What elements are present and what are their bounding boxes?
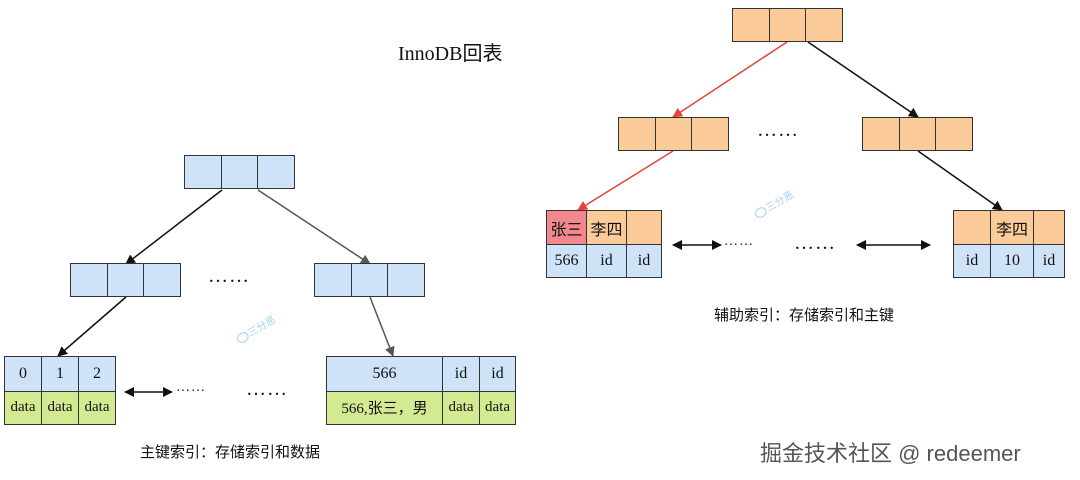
leaf-key-cell: [627, 211, 661, 244]
leaf-data-cell: data: [5, 391, 42, 424]
leaf-data-row: 566,张三，男 data data: [327, 390, 515, 424]
leaf-id-cell: 10: [991, 245, 1034, 277]
right-leaf-node-2: 李四 id 10 id: [953, 210, 1065, 278]
right-root-to-left-child-arrow: [672, 41, 788, 118]
left-leaf-ellipsis-small: ……: [176, 380, 206, 395]
node-cell: [655, 118, 693, 150]
left-root-node: [184, 155, 295, 189]
right-root-to-right-child-arrow: [807, 41, 919, 118]
source-credit: 掘金技术社区 @ redeemer: [760, 441, 1021, 466]
leaf-data-cell: data: [84, 399, 110, 416]
right-level2-left-node: [618, 117, 729, 151]
left-leaf-node-1: 0 1 2 data data data: [4, 356, 116, 425]
node-cell: [315, 264, 352, 296]
right-caption: 辅助索引：存储索引和主键: [714, 308, 895, 324]
leaf-key-cell: 2: [93, 364, 101, 382]
left-level2-right-node: [314, 263, 425, 297]
node-cell: [258, 156, 295, 188]
node-cell: [185, 156, 222, 188]
node-cell: [733, 9, 770, 41]
node-cell: [144, 264, 181, 296]
left-root-to-right-child-arrow: [257, 189, 371, 265]
left-child-to-leaf2-arrow: [369, 296, 395, 357]
node-cell: [221, 156, 259, 188]
leaf-data-cell: 566,张三，男: [327, 391, 443, 424]
left-child-to-leaf1-arrow: [57, 296, 127, 357]
right-leaf-ellipsis: ……: [794, 232, 836, 254]
left-mid-ellipsis: ……: [208, 265, 250, 287]
leaf-data-row: data data data: [5, 390, 115, 424]
leaf-key-cell: 1: [42, 357, 79, 391]
leaf-data-cell: data: [485, 399, 510, 416]
right-root-node: [732, 8, 843, 42]
node-cell: [388, 264, 425, 296]
leaf-key-cell: [954, 211, 991, 244]
right-top-ellipsis: ……: [757, 119, 799, 141]
leaf-id-cell: id: [954, 245, 991, 277]
leaf-id-row: 566 id id: [547, 244, 661, 277]
leaf-key-cell: id: [491, 364, 504, 382]
left-level2-left-node: [70, 263, 181, 297]
right-leaf-ellipsis-small: ……: [724, 234, 754, 249]
left-leaf-node-2: 566 id id 566,张三，男 data data: [326, 356, 516, 425]
node-cell: [769, 9, 807, 41]
leaf-id-cell: id: [637, 252, 651, 269]
node-cell: [899, 118, 937, 150]
leaf-key-cell: 0: [5, 357, 42, 391]
left-leaf-ellipsis: ……: [246, 378, 288, 400]
diagram-title: InnoDB回表: [398, 43, 503, 65]
leaf-key-row: 李四: [954, 211, 1064, 244]
leaf-id-row: id 10 id: [954, 244, 1064, 277]
node-cell: [806, 9, 843, 41]
left-root-to-left-child-arrow: [125, 189, 223, 265]
right-level2-right-node: [862, 117, 973, 151]
left-caption: 主键索引：存储索引和数据: [140, 445, 321, 461]
right-leaf-node-1: 张三 李四 566 id id: [546, 210, 662, 278]
leaf-data-cell: data: [42, 391, 79, 424]
right-child-to-leaf2-arrow: [917, 150, 1003, 211]
leaf-key-cell: [1034, 211, 1064, 244]
node-cell: [71, 264, 108, 296]
node-cell: [692, 118, 729, 150]
leaf-key-row: 张三 李四: [547, 211, 661, 244]
leaf-key-cell: 566: [327, 357, 443, 391]
leaf-key-cell: id: [443, 357, 480, 391]
leaf-key-cell: 李四: [991, 211, 1034, 244]
leaf-key-cell: 张三: [547, 211, 587, 244]
leaf-id-cell: 566: [547, 245, 587, 277]
leaf-key-row: 566 id id: [327, 357, 515, 391]
right-child-to-leaf1-arrow: [577, 150, 674, 211]
leaf-key-cell: 李四: [587, 211, 627, 244]
leaf-id-cell: id: [587, 245, 627, 277]
leaf-key-row: 0 1 2: [5, 357, 115, 391]
node-cell: [936, 118, 973, 150]
leaf-id-cell: id: [1042, 252, 1056, 269]
node-cell: [863, 118, 900, 150]
node-cell: [351, 264, 389, 296]
leaf-data-cell: data: [443, 391, 480, 424]
node-cell: [619, 118, 656, 150]
node-cell: [107, 264, 145, 296]
